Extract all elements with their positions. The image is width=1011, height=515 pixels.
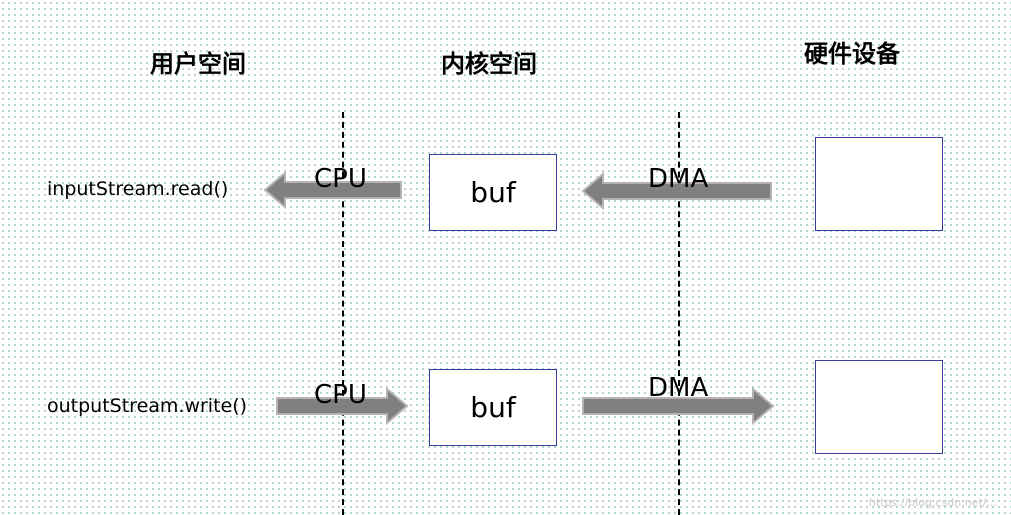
input-stream-read-label: inputStream.read() [47,178,229,200]
heading-kernel-space: 内核空间 [441,50,537,78]
cpu-label-read: CPU [314,164,367,194]
cpu-arrow-read [263,170,402,210]
user-kernel-boundary [342,112,344,515]
kernel-hardware-boundary [678,112,680,515]
cpu-arrow-write [276,386,409,426]
dma-arrow-write [582,386,775,426]
output-stream-write-label: outputStream.write() [47,395,248,417]
dma-label-write: DMA [648,373,709,403]
kernel-buffer-read: buf [429,154,557,231]
dma-label-read: DMA [648,164,709,194]
dma-arrow-read [581,171,772,211]
cpu-label-write: CPU [314,380,367,410]
hardware-device-read [815,137,943,231]
hardware-device-write [815,360,943,454]
watermark: https://blog.csdn.net/... [868,496,997,509]
kernel-buffer-read-label: buf [470,176,516,209]
kernel-buffer-write: buf [429,369,557,446]
heading-hardware: 硬件设备 [804,40,900,68]
kernel-buffer-write-label: buf [470,391,516,424]
heading-user-space: 用户空间 [150,50,246,78]
